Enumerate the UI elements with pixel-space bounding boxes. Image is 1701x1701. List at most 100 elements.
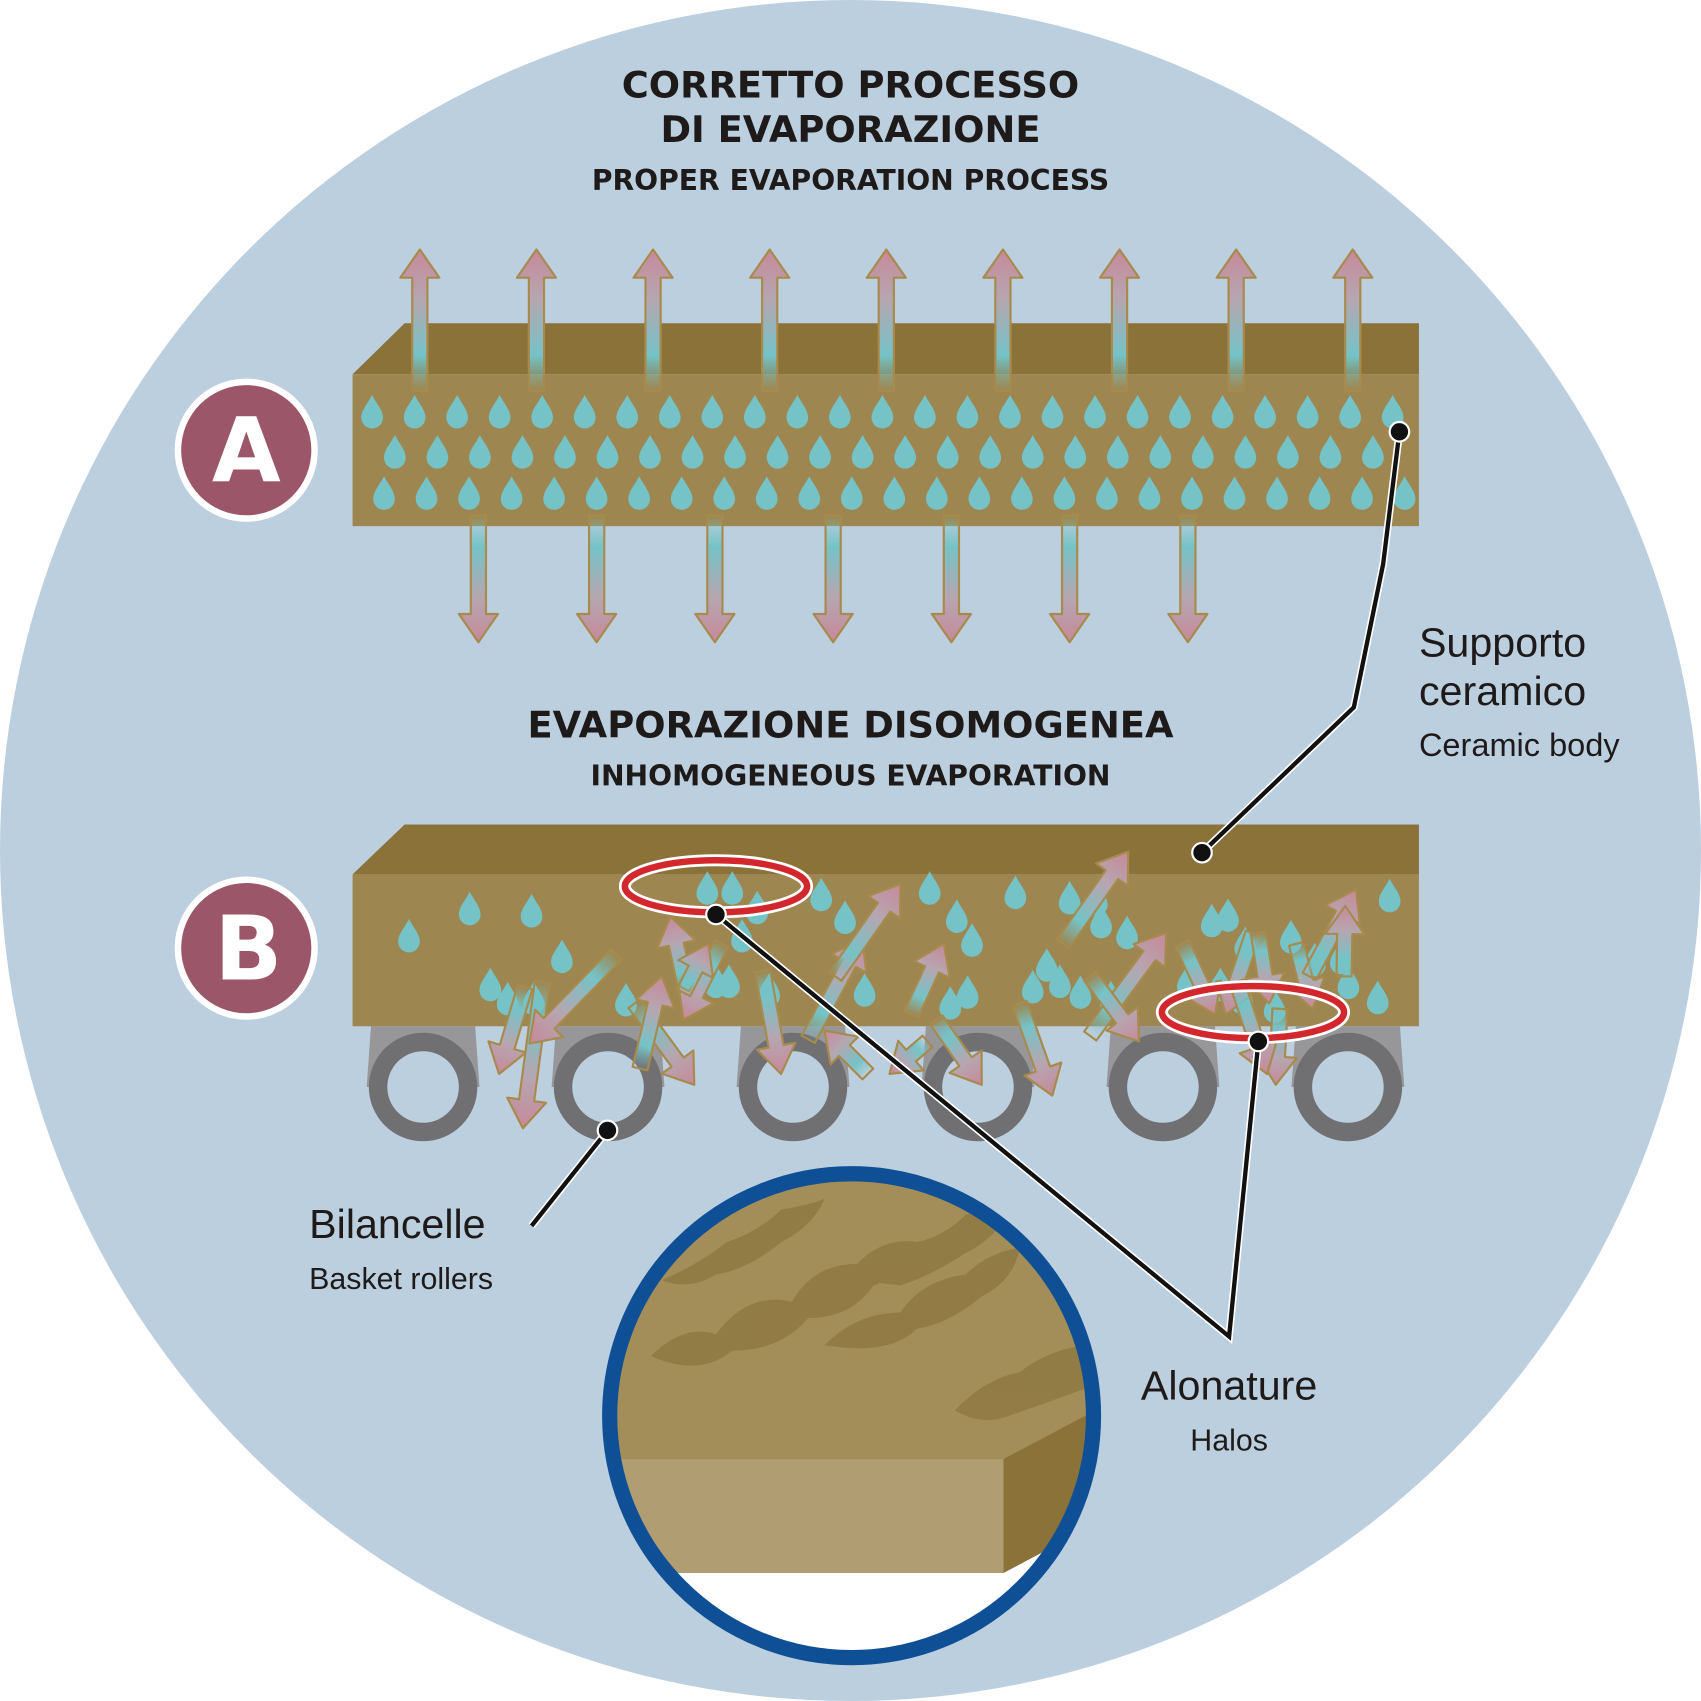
water-droplet xyxy=(1211,394,1234,429)
evaporation-arrow xyxy=(631,975,676,1072)
evaporation-arrow xyxy=(632,248,674,392)
water-droplet xyxy=(956,394,979,429)
water-droplet xyxy=(1234,435,1257,469)
ceramic-body-label-italian-line1: Supporto xyxy=(1419,619,1586,665)
water-droplet xyxy=(1308,476,1331,510)
water-droplet xyxy=(1339,394,1362,429)
evaporation-arrow xyxy=(1332,248,1374,392)
basket-roller xyxy=(1291,1026,1405,1142)
evaporation-arrow xyxy=(754,968,797,1076)
water-droplet xyxy=(718,964,740,999)
water-droplet xyxy=(458,476,480,510)
tile-a-droplets xyxy=(361,394,1416,510)
basket-rollers xyxy=(366,1026,1405,1142)
water-droplet xyxy=(1064,435,1087,469)
water-droplet xyxy=(926,476,948,510)
water-droplet xyxy=(1266,476,1288,510)
water-droplet xyxy=(1169,394,1191,429)
water-droplet xyxy=(956,975,979,1009)
evaporation-arrow xyxy=(675,942,715,998)
water-droplet xyxy=(1149,435,1172,469)
water-droplet xyxy=(531,394,554,429)
water-droplet xyxy=(1254,394,1276,429)
water-droplet xyxy=(883,476,906,510)
water-droplet xyxy=(894,435,917,469)
evaporation-arrow xyxy=(677,939,730,1021)
water-droplet xyxy=(968,476,991,510)
halos-label-italian: Alonature xyxy=(1141,1362,1317,1408)
water-droplet xyxy=(585,476,608,510)
evaporation-arrow xyxy=(1215,248,1257,392)
ceramic-tile-a xyxy=(352,323,1419,527)
section-b-title: EVAPORAZIONE DISOMOGENEA xyxy=(527,704,1174,747)
water-droplet xyxy=(840,476,863,510)
water-droplet xyxy=(1362,435,1384,469)
water-droplet xyxy=(511,435,534,469)
basket-roller xyxy=(1106,1026,1220,1142)
water-droplet xyxy=(658,394,681,429)
water-droplet xyxy=(961,923,983,957)
water-droplet xyxy=(1011,476,1033,510)
evaporation-arrow xyxy=(1324,904,1366,978)
water-droplet xyxy=(596,435,619,469)
evaporation-arrow xyxy=(823,1029,875,1081)
water-droplet xyxy=(1223,476,1246,510)
ceramic-body-label-english: Ceramic body xyxy=(1419,727,1620,763)
water-droplet xyxy=(743,394,766,429)
water-droplet xyxy=(1337,965,1360,1000)
evaporation-arrow xyxy=(865,248,907,392)
water-droplet xyxy=(1084,394,1106,429)
magnified-tile-front xyxy=(612,1459,1004,1573)
evaporation-arrow xyxy=(982,248,1024,392)
badge-a: A xyxy=(174,378,318,522)
water-droplet xyxy=(554,435,576,469)
badge-b: B xyxy=(174,876,318,1020)
water-droplet xyxy=(829,394,851,429)
water-droplet xyxy=(1116,915,1138,950)
water-droplet xyxy=(1053,476,1076,510)
water-droplet xyxy=(809,435,831,469)
water-droplet xyxy=(1021,969,1044,1004)
water-droplet xyxy=(1069,975,1092,1009)
water-droplet xyxy=(500,476,523,510)
evaporation-arrow xyxy=(1083,970,1141,1043)
ceramic-tile-b xyxy=(352,824,1419,1027)
evaporation-arrow xyxy=(487,983,534,1076)
evaporation-arrow xyxy=(515,248,558,392)
water-droplet xyxy=(1036,948,1058,982)
water-droplet xyxy=(810,877,833,912)
water-droplet xyxy=(853,973,876,1007)
evaporation-arrow xyxy=(749,248,791,392)
evaporation-arrow xyxy=(1083,931,1168,1042)
water-droplet xyxy=(945,899,968,933)
water-droplet xyxy=(373,476,395,510)
water-droplet xyxy=(616,394,639,429)
water-droplet xyxy=(628,476,651,510)
basket-roller xyxy=(366,1026,480,1142)
evaporation-arrow xyxy=(399,248,441,392)
evaporation-arrow xyxy=(1011,999,1063,1097)
halo-stain-pattern xyxy=(650,1198,1085,1421)
water-droplet xyxy=(999,394,1021,429)
water-droplet xyxy=(1090,904,1112,939)
evaporation-arrow xyxy=(1055,850,1130,950)
water-droplet xyxy=(670,476,693,510)
water-droplet xyxy=(479,967,502,1002)
water-droplet xyxy=(1393,476,1416,510)
water-droplet xyxy=(724,435,746,469)
water-droplet xyxy=(488,394,511,429)
water-droplet xyxy=(1004,875,1027,910)
water-droplet xyxy=(834,900,856,935)
evaporation-arrow xyxy=(812,514,854,644)
water-droplet xyxy=(871,394,894,429)
water-droplet xyxy=(1381,394,1404,429)
water-droplet xyxy=(426,435,449,469)
water-droplet xyxy=(551,939,573,974)
evaporation-arrow xyxy=(1049,514,1091,644)
evaporation-arrow xyxy=(576,514,618,644)
halos-label-english: Halos xyxy=(1190,1424,1268,1457)
water-droplet xyxy=(1366,980,1389,1015)
water-droplet xyxy=(1096,476,1118,510)
water-droplet xyxy=(851,435,874,469)
